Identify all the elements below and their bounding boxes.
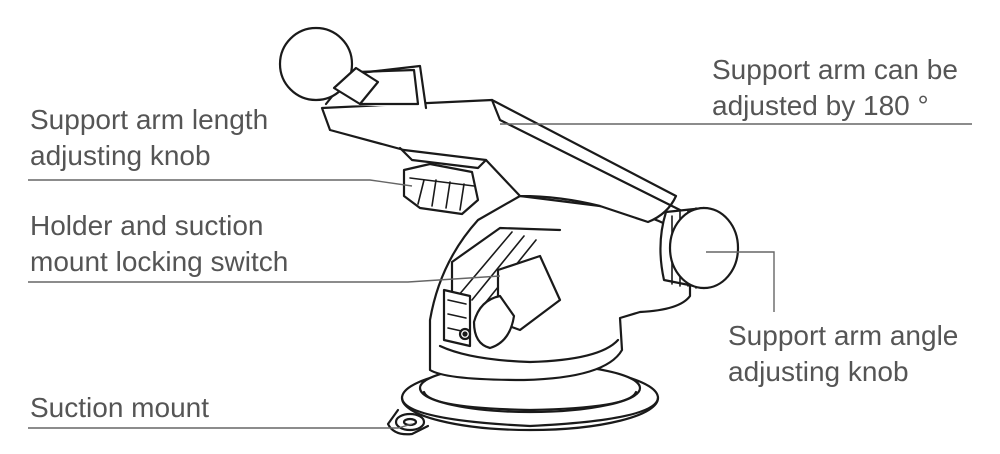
- holder-body-part: [428, 194, 692, 382]
- length-knob-part: [402, 162, 480, 216]
- leader-locking-switch: [28, 275, 501, 283]
- label-angle-knob: Support arm angle adjusting knob: [728, 320, 959, 387]
- leader-angle-knob: [706, 251, 775, 312]
- leader-lines: [28, 123, 972, 429]
- label-locking-switch: Holder and suction mount locking switch: [30, 210, 289, 277]
- label-length-knob: Support arm length adjusting knob: [30, 104, 269, 171]
- label-arm-180: Support arm can be adjusted by 180 °: [712, 54, 958, 121]
- label-suction-mount: Suction mount: [30, 392, 209, 423]
- leader-length-knob: [28, 179, 413, 187]
- support-arm-part: [320, 64, 682, 224]
- ball-head-part: [278, 26, 380, 106]
- angle-knob-part: [659, 206, 740, 290]
- leader-suction-mount: [28, 423, 413, 429]
